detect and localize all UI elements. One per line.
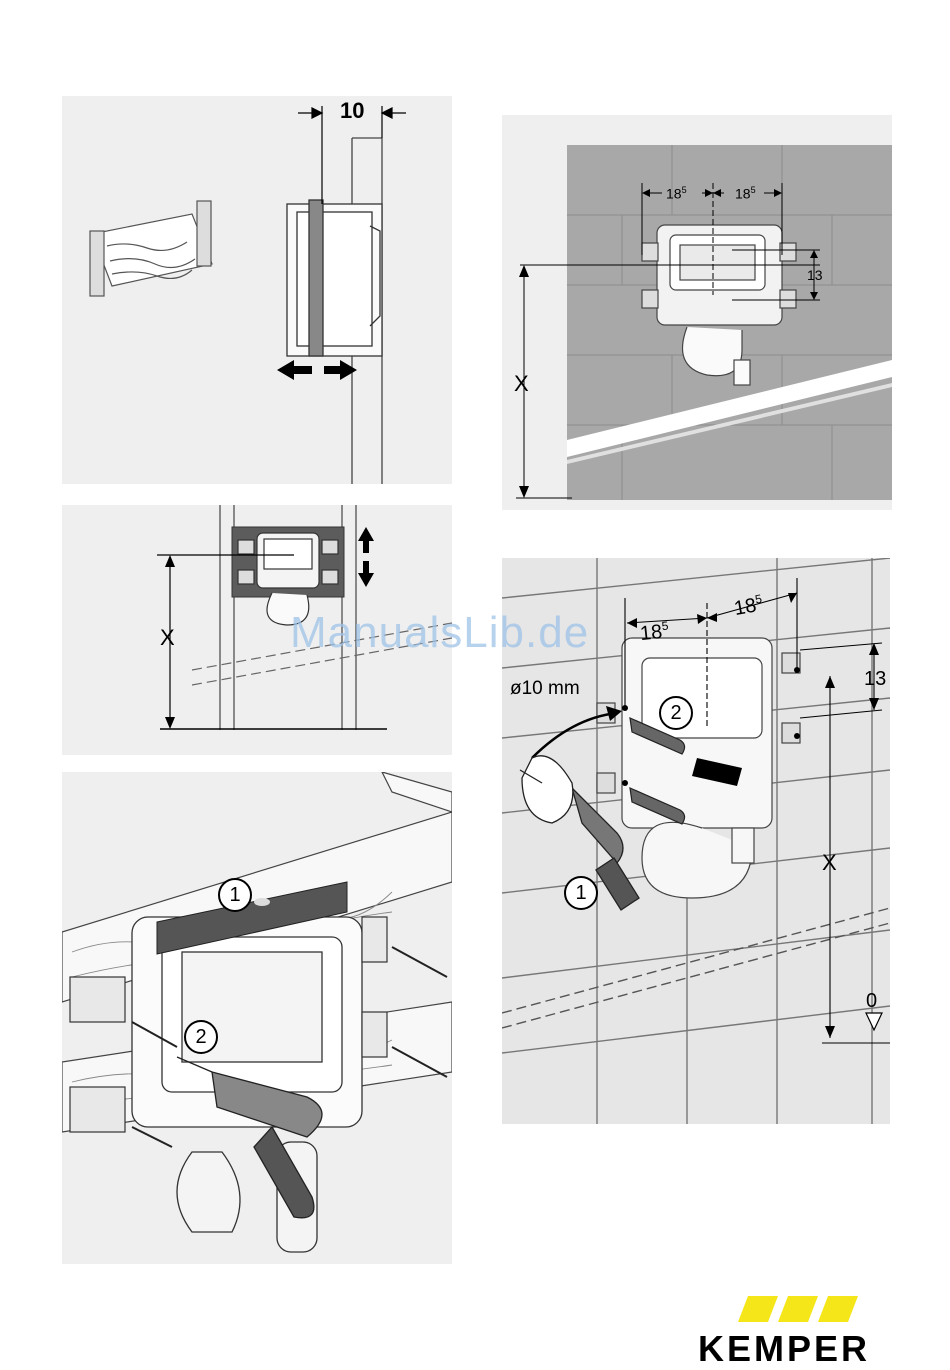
panel-frame-adjust: 10: [62, 96, 452, 484]
step-badge-1-e: 1: [218, 878, 252, 912]
panel-level-mount: 1 2: [62, 772, 452, 1264]
zero-datum-label: 0: [866, 990, 877, 1013]
wall-dimensions-drawing: [502, 115, 892, 510]
dim-left-label-d: 185: [639, 619, 670, 647]
kemper-logo-stripes-icon: [738, 1296, 862, 1326]
watermark-text: ManualsLib.de: [290, 608, 589, 658]
drill-size-label: ø10 mm: [510, 678, 580, 700]
kemper-logo-text: KEMPER: [698, 1328, 870, 1370]
step-badge-2-e: 2: [184, 1020, 218, 1054]
panel-wall-dimensions: 185 185 13 X: [502, 115, 892, 510]
height-x-label: X: [514, 371, 529, 397]
height-x-label-c: X: [160, 625, 175, 651]
dim-right-label-d: 185: [732, 592, 765, 621]
level-mount-drawing: [62, 772, 452, 1264]
step-badge-2: 2: [659, 696, 693, 730]
step-badge-1: 1: [564, 876, 598, 910]
dimension-10-label: 10: [340, 98, 364, 124]
height-x-label-d: X: [822, 850, 837, 876]
dim-left-label: 185: [666, 185, 687, 202]
frame-adjust-drawing: [62, 96, 452, 484]
dim-right-label: 185: [735, 185, 756, 202]
dim-vertical-label-d: 13: [864, 668, 886, 691]
dim-vertical-label: 13: [807, 267, 823, 283]
